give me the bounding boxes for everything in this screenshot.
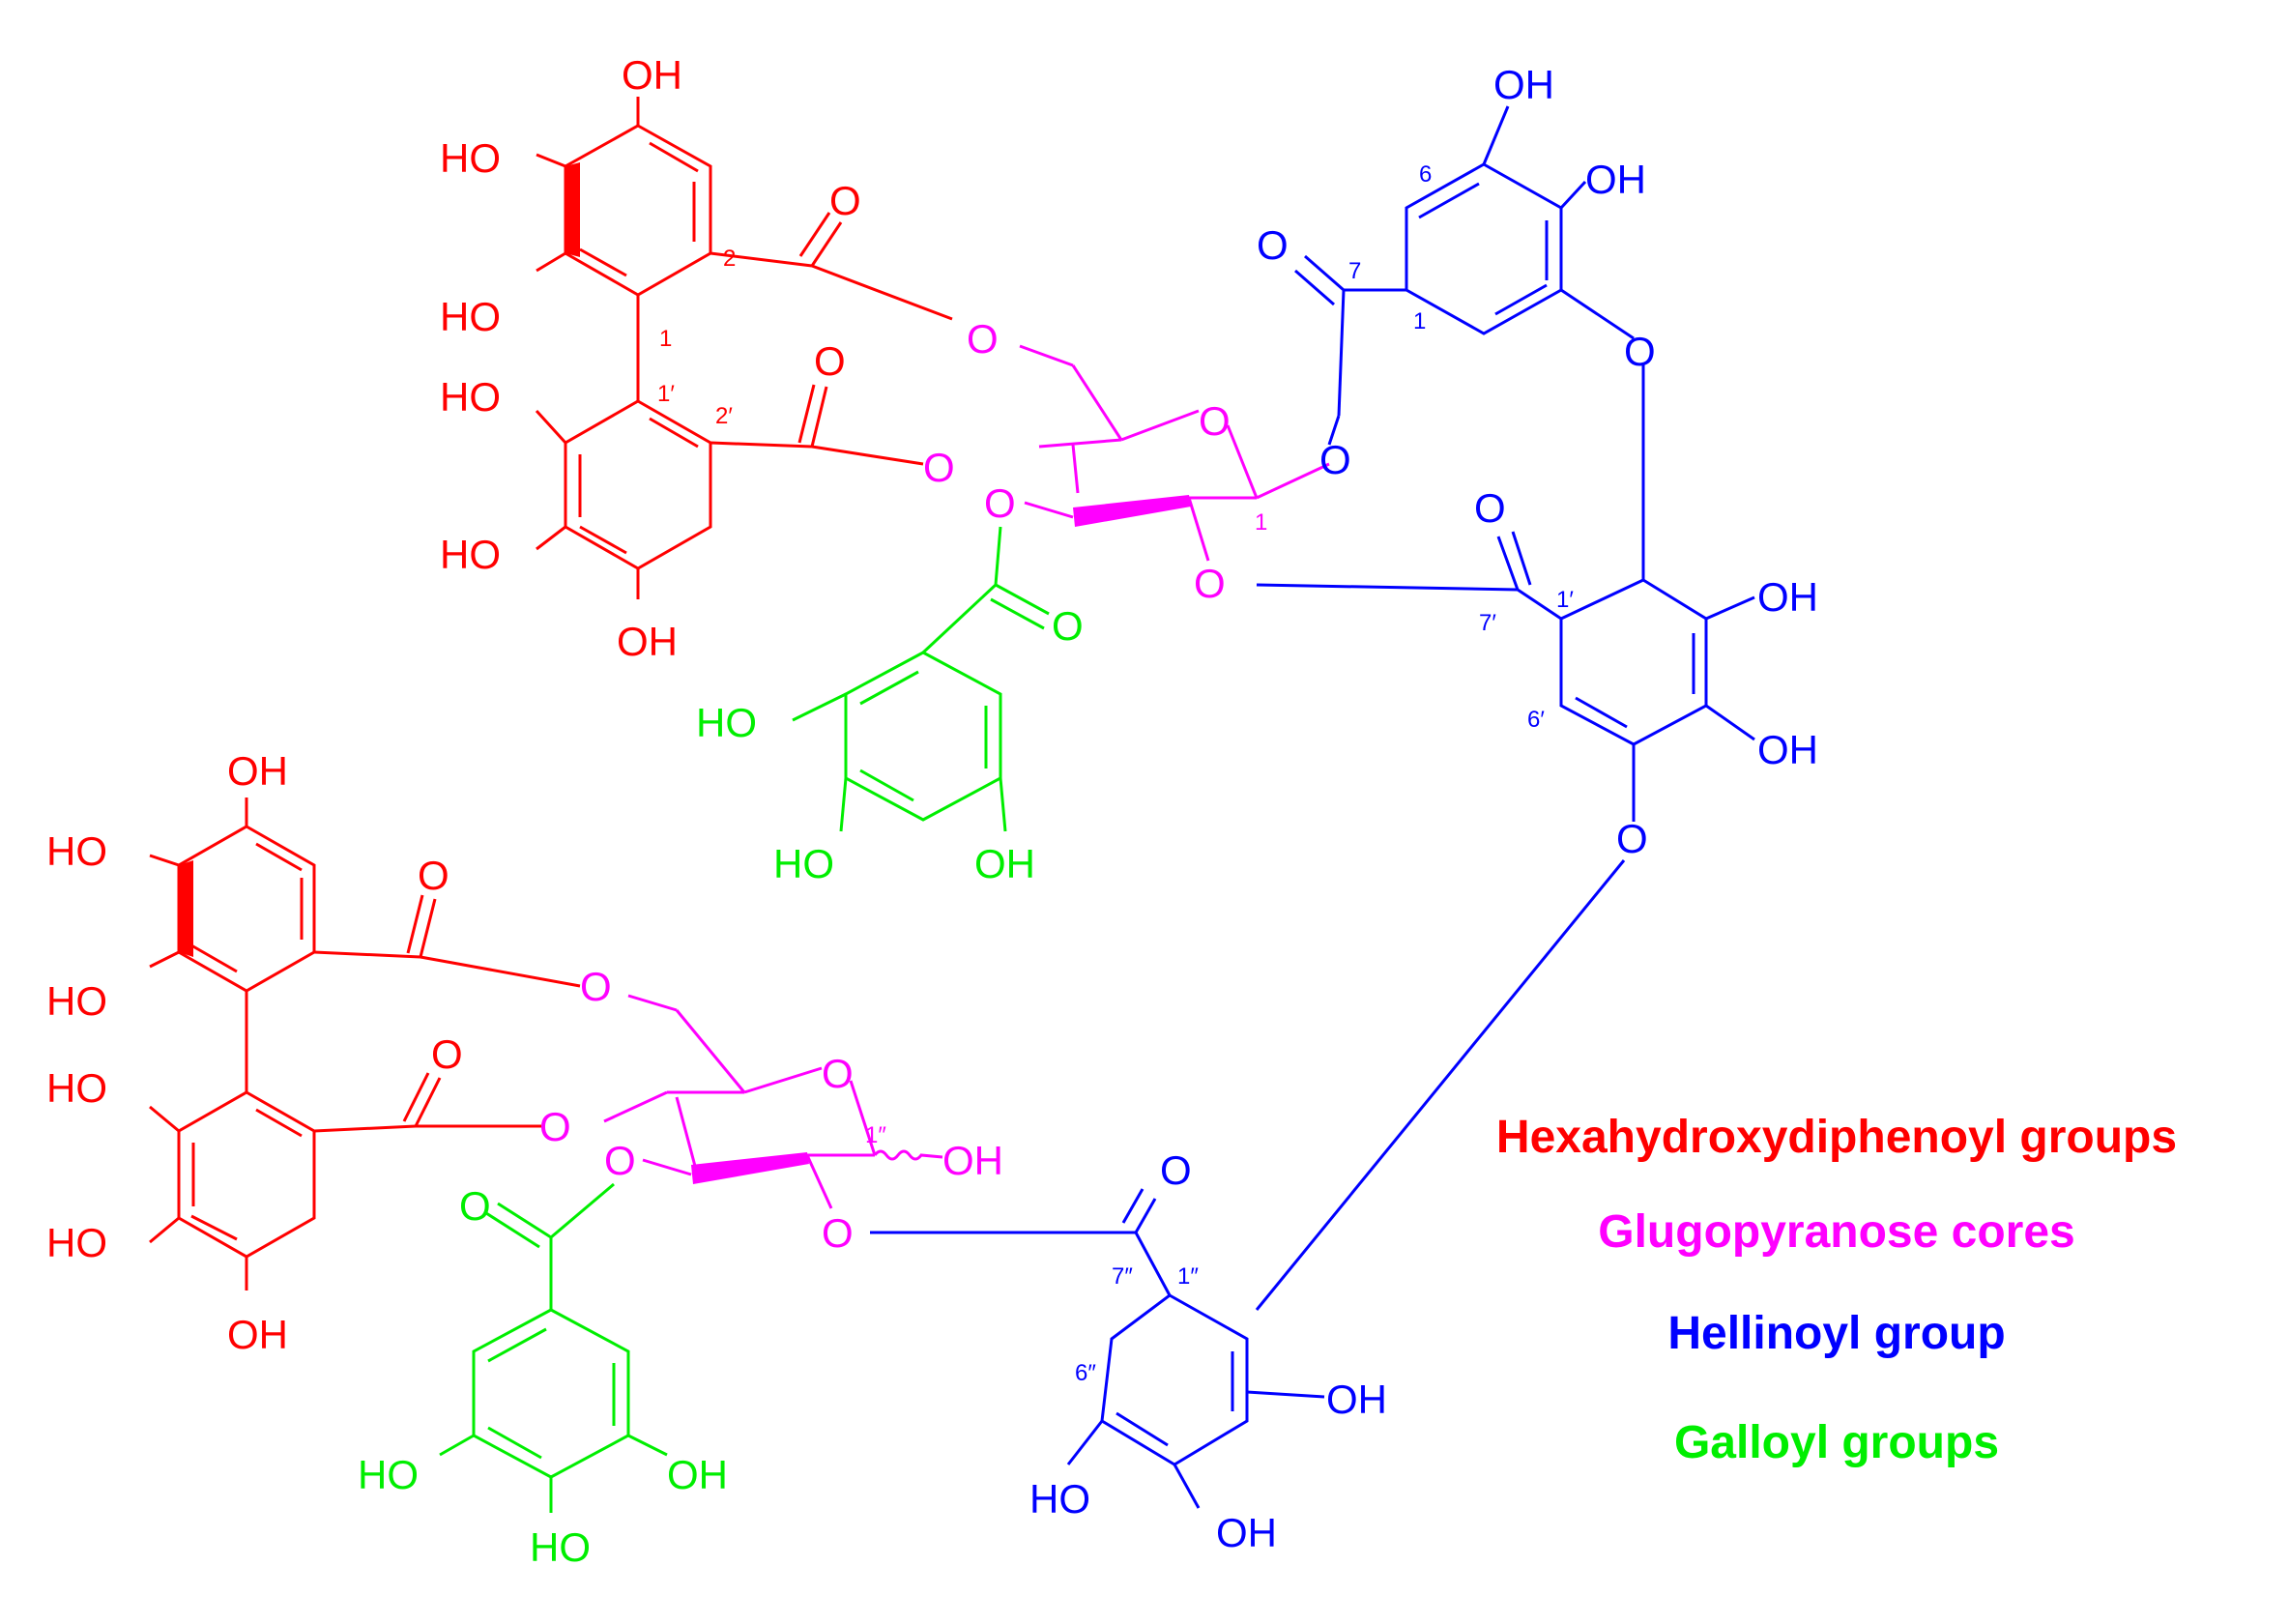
glucose-lower-o2: O <box>822 1210 854 1256</box>
glucose-core-lower <box>603 994 943 1209</box>
hhdp-lower-carbonyl-o-1: O <box>418 853 449 898</box>
galloyl-upper-labels: O HO HO OH <box>696 603 1084 886</box>
locant-1: 1 <box>659 326 672 352</box>
hhdp-lower-labels: OH HO HO HO HO OH O O <box>46 748 463 1357</box>
hhdp-upper-ho-2: HO <box>440 294 501 339</box>
hhdp-upper-carbonyl-o-2: O <box>814 338 846 384</box>
galloyl-lower-oh-2: OH <box>667 1452 728 1497</box>
hhdp-upper-ho-1: HO <box>440 135 501 181</box>
legend-hellinoyl: Hellinoyl group <box>1667 1308 2005 1359</box>
locant-7: 7 <box>1348 258 1361 284</box>
hhdp-upper-carbonyl-o-1: O <box>829 178 861 223</box>
hhdp-lower-carbonyl-o-2: O <box>431 1031 463 1077</box>
galloyl-upper-ho-1: HO <box>696 700 757 745</box>
hellinoyl-oh-4: OH <box>1757 727 1818 772</box>
glucose-upper-o6: O <box>967 316 999 362</box>
hhdp-upper-ho-3: HO <box>440 374 501 420</box>
galloyl-lower-carbonyl-o: O <box>459 1183 491 1229</box>
galloyl-upper-oh-3: OH <box>974 841 1035 886</box>
hhdp-group-lower <box>149 798 581 1290</box>
hhdp-lower-ho-1: HO <box>46 828 107 874</box>
hellinoyl-carbonyl-o-1: O <box>1257 222 1289 268</box>
glucose-lower-labels: O O O O O OH <box>539 964 1003 1256</box>
locant-1-prime: 1′ <box>657 381 675 407</box>
glucose-core-upper <box>1019 344 1330 562</box>
hhdp-lower-oh-bottom: OH <box>227 1312 288 1357</box>
glucose-upper-labels: O O O O O <box>923 316 1231 606</box>
glucose-upper-o3: O <box>984 480 1016 526</box>
glucose-lower-o-ring: O <box>822 1051 854 1096</box>
hellinoyl-oh-5: OH <box>1326 1377 1387 1422</box>
locant-2: 2 <box>723 246 736 272</box>
hellinoyl-group <box>870 105 1755 1509</box>
galloyl-lower-ho-3: HO <box>530 1524 591 1570</box>
locant-2-prime: 2′ <box>715 403 733 429</box>
hellinoyl-oh-2: OH <box>1585 157 1646 202</box>
galloyl-group-upper <box>792 526 1050 832</box>
galloyl-lower-labels: O HO OH HO <box>358 1183 728 1570</box>
hellinoyl-oh-7: OH <box>1216 1510 1277 1555</box>
glucose-lower-locant-1-double-prime: 1″ <box>865 1122 886 1148</box>
glucose-upper-o2: O <box>1194 561 1226 606</box>
hhdp-lower-ho-4: HO <box>46 1220 107 1265</box>
glucose-upper-locant-1: 1 <box>1255 509 1267 536</box>
glucose-lower-oh-anomeric: OH <box>942 1138 1003 1183</box>
locant-6: 6 <box>1419 161 1432 188</box>
locant-6-prime: 6′ <box>1527 707 1545 733</box>
galloyl-upper-carbonyl-o: O <box>1052 603 1084 649</box>
locant-6-double-prime: 6″ <box>1075 1360 1096 1386</box>
hellinoyl-ether-o-2: O <box>1616 816 1648 861</box>
glucose-lower-o4: O <box>539 1104 571 1149</box>
hhdp-upper-locants: 2 1 1′ 2′ <box>657 246 736 429</box>
legend-hhdp: Hexahydroxydiphenoyl groups <box>1496 1112 2177 1163</box>
glucose-upper-o-ring: O <box>1199 398 1231 444</box>
hhdp-lower-ho-3: HO <box>46 1065 107 1111</box>
hellinoyl-ester-o-1: O <box>1319 437 1351 482</box>
hellinoyl-locants: 6 7 1 1′ 7′ 6′ 7″ 1″ 6″ <box>1075 161 1574 1386</box>
hhdp-upper-oh-bottom: OH <box>617 619 678 664</box>
locant-1-prime-hell: 1′ <box>1556 587 1574 613</box>
hellinoyl-ether-o-1: O <box>1624 329 1656 374</box>
legend: Hexahydroxydiphenoyl groups Glugopyranos… <box>1496 1112 2177 1468</box>
locant-1-double-prime: 1″ <box>1177 1263 1199 1290</box>
hellinoyl-oh-1: OH <box>1493 62 1554 107</box>
glucose-upper-o4: O <box>923 445 955 490</box>
galloyl-upper-ho-2: HO <box>773 841 834 886</box>
legend-galloyl: Galloyl groups <box>1674 1417 1999 1468</box>
galloyl-lower-ho-1: HO <box>358 1452 419 1497</box>
locant-1-hell: 1 <box>1413 308 1426 334</box>
hellinoyl-carbonyl-o-3: O <box>1160 1147 1192 1193</box>
hhdp-lower-oh-top: OH <box>227 748 288 794</box>
glucose-lower-o3: O <box>604 1138 636 1183</box>
galloyl-group-lower <box>439 1182 668 1513</box>
hellinoyl-oh-3: OH <box>1757 574 1818 620</box>
hhdp-upper-oh-top: OH <box>622 52 682 98</box>
locant-7-double-prime: 7″ <box>1112 1263 1133 1290</box>
glucose-lower-o6: O <box>580 964 612 1009</box>
locant-7-prime: 7′ <box>1479 610 1496 636</box>
hellinoyl-ho-6: HO <box>1029 1476 1090 1522</box>
hhdp-lower-ho-2: HO <box>46 978 107 1024</box>
legend-glucose: Glugopyranose cores <box>1598 1206 2074 1258</box>
hellinoyl-labels: OH OH O O O O OH OH O O OH HO OH <box>1029 62 1818 1555</box>
hhdp-upper-labels: OH HO HO HO HO OH O O <box>440 52 861 664</box>
hhdp-upper-ho-4: HO <box>440 532 501 577</box>
hhdp-group-upper <box>535 97 953 599</box>
hellinoyl-carbonyl-o-2: O <box>1474 485 1506 531</box>
